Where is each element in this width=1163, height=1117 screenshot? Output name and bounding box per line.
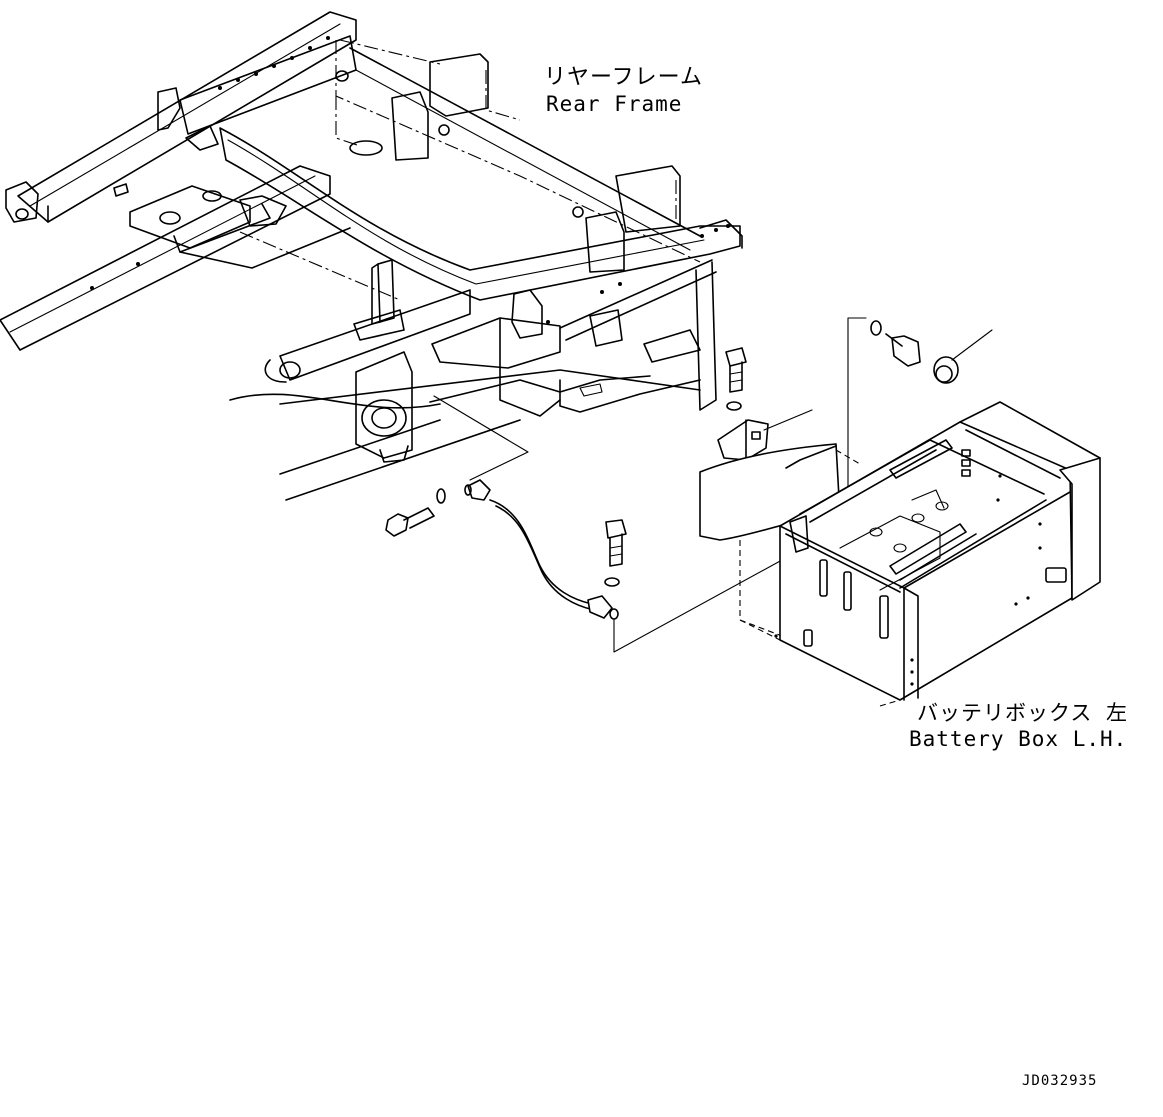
bracket-bolt-assembly <box>717 347 813 461</box>
frame-holes <box>90 36 730 324</box>
rear-frame-drawing <box>0 11 743 501</box>
battery-box-drawing <box>699 401 1101 707</box>
rear-frame-label: Rear Frame <box>546 92 683 116</box>
frame-mounting-hardware <box>385 395 619 620</box>
center-bolt-assembly <box>604 519 783 653</box>
battery-box-rivets <box>774 474 1042 686</box>
cover-bolt-assembly <box>847 317 993 489</box>
battery-box-label-japanese: バッテリボックス 左 <box>917 701 1129 725</box>
drawing-number: JD032935 <box>1022 1073 1098 1089</box>
battery-box-label: Battery Box L.H. <box>909 727 1128 751</box>
rear-frame-label-japanese: リヤーフレーム <box>544 65 704 90</box>
